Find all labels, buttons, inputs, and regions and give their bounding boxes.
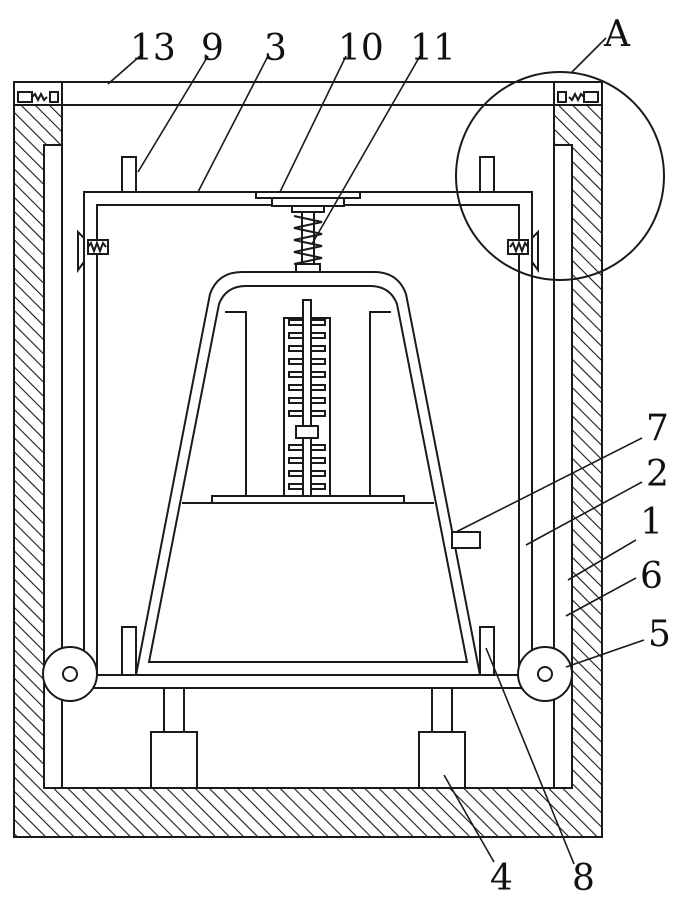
label-11: 11 xyxy=(410,28,456,69)
rack-shaft xyxy=(302,299,312,497)
support-leg-left xyxy=(150,688,198,789)
support-leg-right xyxy=(418,688,466,789)
detail-circle-a xyxy=(455,71,665,281)
leader-lines xyxy=(107,37,645,865)
lid-latch-left xyxy=(17,91,59,103)
compression-spring xyxy=(293,212,323,273)
lid-latch-right xyxy=(557,91,599,103)
label-13: 13 xyxy=(130,28,176,69)
label-3: 3 xyxy=(264,28,287,69)
label-5: 5 xyxy=(648,614,671,655)
top-lid xyxy=(13,81,603,106)
left-guide-rail xyxy=(43,144,63,789)
float-plate xyxy=(211,495,405,504)
label-8: 8 xyxy=(572,858,595,899)
side-sensor-tab xyxy=(451,531,481,549)
label-a: A xyxy=(603,14,631,55)
top-post-left xyxy=(121,156,137,193)
label-7: 7 xyxy=(646,408,669,449)
reference-labels: 13 9 3 10 11 A 7 2 1 6 5 4 8 xyxy=(130,14,671,899)
label-4: 4 xyxy=(490,858,513,899)
label-10: 10 xyxy=(338,28,384,69)
label-1: 1 xyxy=(640,502,663,543)
right-guide-rail xyxy=(553,144,573,789)
label-2: 2 xyxy=(646,454,669,495)
rack-slider xyxy=(295,425,319,439)
side-latch-right xyxy=(507,229,539,273)
side-latch-left xyxy=(77,229,109,273)
wheel-right xyxy=(517,646,573,702)
bottom-post-left xyxy=(121,626,137,676)
wheel-left xyxy=(42,646,98,702)
label-6: 6 xyxy=(640,556,663,597)
top-post-right xyxy=(479,156,495,193)
label-9: 9 xyxy=(201,28,224,69)
